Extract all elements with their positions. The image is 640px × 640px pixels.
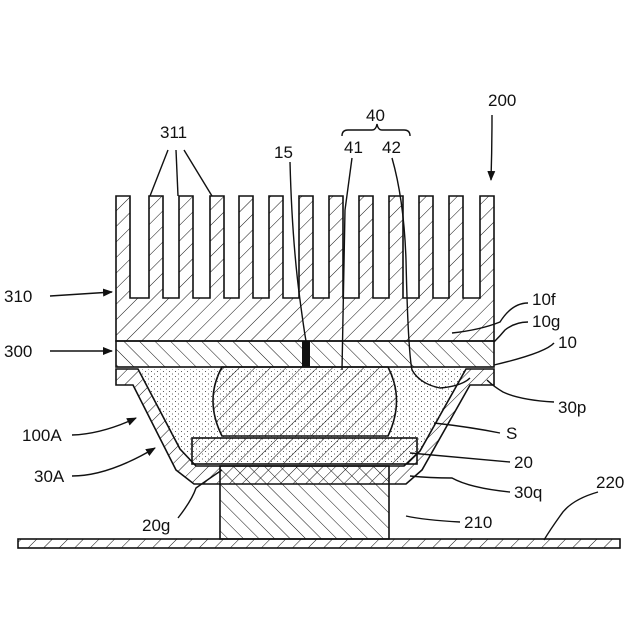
label-300: 300: [4, 342, 32, 361]
label-20: 20: [514, 453, 533, 472]
bump-41: [213, 367, 397, 436]
label-40: 40: [366, 106, 385, 125]
label-42: 42: [382, 138, 401, 157]
label-200: 200: [488, 91, 516, 110]
label-30q: 30q: [514, 483, 542, 502]
label-100A: 100A: [22, 426, 62, 445]
label-S: S: [506, 424, 517, 443]
label-10f: 10f: [532, 290, 556, 309]
plate-300: [116, 341, 494, 367]
label-311: 311: [160, 123, 187, 142]
heat-sink-310: [116, 196, 494, 341]
element-20: [192, 438, 417, 464]
label-41: 41: [344, 138, 363, 157]
label-30p: 30p: [558, 398, 586, 417]
label-10: 10: [558, 333, 577, 352]
label-30A: 30A: [34, 467, 65, 486]
label-15: 15: [274, 143, 293, 162]
label-220: 220: [596, 473, 624, 492]
label-210: 210: [464, 513, 492, 532]
substrate-220: [18, 539, 620, 548]
label-20g: 20g: [142, 516, 170, 535]
label-310: 310: [4, 287, 32, 306]
label-10g: 10g: [532, 312, 560, 331]
